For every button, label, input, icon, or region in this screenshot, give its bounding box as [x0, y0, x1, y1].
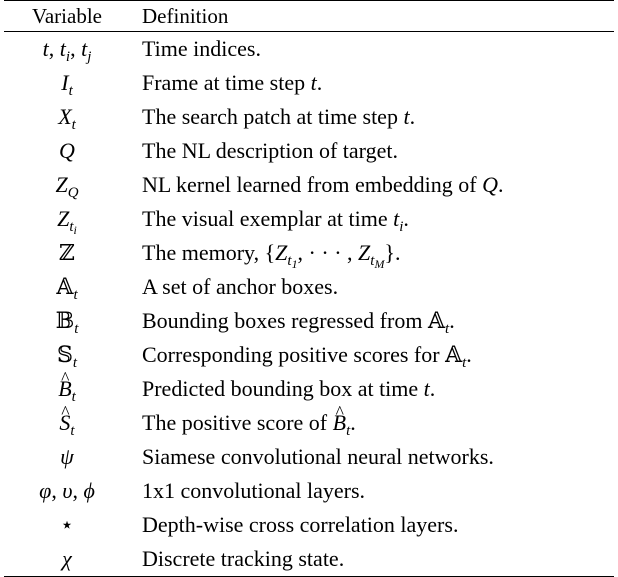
table-row: ZQ NL kernel learned from embedding of Q… — [4, 168, 614, 202]
table-row: ψ Siamese convolutional neural networks. — [4, 440, 614, 474]
table-row: St The positive score of Bt. — [4, 406, 614, 440]
variable-cell: t, ti, tj — [42, 36, 92, 66]
table-header-row: Variable Definition — [4, 1, 614, 31]
definition-cell: NL kernel learned from embedding of Q. — [142, 172, 504, 197]
table-row: 𝔹t Bounding boxes regressed from 𝔸t. — [4, 304, 614, 338]
definition-cell: The positive score of Bt. — [130, 406, 614, 440]
definition-cell: Predicted bounding box at time t. — [142, 376, 436, 401]
variable-cell: Zti — [57, 206, 77, 238]
variable-cell: φ, υ, ϕ — [39, 478, 95, 503]
variable-cell: χ — [62, 546, 72, 571]
table-row: Xt The search patch at time step t. — [4, 100, 614, 134]
table-header-rule — [4, 31, 614, 32]
definition-cell: 1x1 convolutional layers. — [142, 478, 366, 503]
variable-cell: Xt — [58, 104, 76, 134]
table-row: t, ti, tj Time indices. — [4, 32, 614, 66]
variable-cell: ZQ — [55, 172, 79, 202]
variable-cell: ℤ — [58, 240, 76, 266]
definition-cell: The NL description of target. — [142, 138, 398, 163]
definition-cell: The visual exemplar at time ti. — [142, 206, 409, 236]
definition-cell: Corresponding positive scores for 𝔸t. — [142, 341, 472, 371]
table-row: Q The NL description of target. — [4, 134, 614, 168]
table-row: ⋆ Depth-wise cross correlation layers. — [4, 508, 614, 542]
table-row: Bt Predicted bounding box at time t. — [4, 372, 614, 406]
variable-definition-table: Variable Definition t, ti, tj Time indic… — [4, 0, 614, 577]
definition-cell: Siamese convolutional neural networks. — [142, 444, 494, 469]
table-row: ℤ The memory, {Zt1, · · · , ZtM}. — [4, 236, 614, 270]
definition-cell: The memory, {Zt1, · · · , ZtM}. — [142, 240, 401, 272]
variable-cell: It — [61, 70, 73, 100]
table-row: φ, υ, ϕ 1x1 convolutional layers. — [4, 474, 614, 508]
definition-cell: The search patch at time step t. — [142, 104, 416, 129]
variable-cell: 𝔹t — [55, 308, 79, 337]
table-row: 𝔸t A set of anchor boxes. — [4, 270, 614, 304]
table-row: 𝕊t Corresponding positive scores for 𝔸t. — [4, 338, 614, 372]
table-row: It Frame at time step t. — [4, 66, 614, 100]
header-variable: Variable — [32, 4, 102, 28]
definition-cell: Depth-wise cross correlation layers. — [142, 512, 459, 537]
variable-cell: ψ — [60, 444, 74, 469]
table-row: χ Discrete tracking state. — [4, 542, 614, 576]
table-top-rule — [4, 0, 614, 1]
variable-cell: ⋆ — [60, 512, 74, 537]
variable-cell: St — [4, 406, 130, 440]
definition-cell: A set of anchor boxes. — [142, 274, 339, 299]
variable-cell: 𝔸t — [56, 274, 78, 303]
header-definition: Definition — [142, 4, 229, 28]
variable-cell: Q — [59, 138, 75, 163]
table-row: Zti The visual exemplar at time ti. — [4, 202, 614, 236]
definition-cell: Bounding boxes regressed from 𝔸t. — [142, 307, 455, 337]
definition-cell: Time indices. — [142, 36, 261, 61]
definition-cell: Discrete tracking state. — [142, 546, 345, 571]
definition-cell: Frame at time step t. — [142, 70, 323, 95]
